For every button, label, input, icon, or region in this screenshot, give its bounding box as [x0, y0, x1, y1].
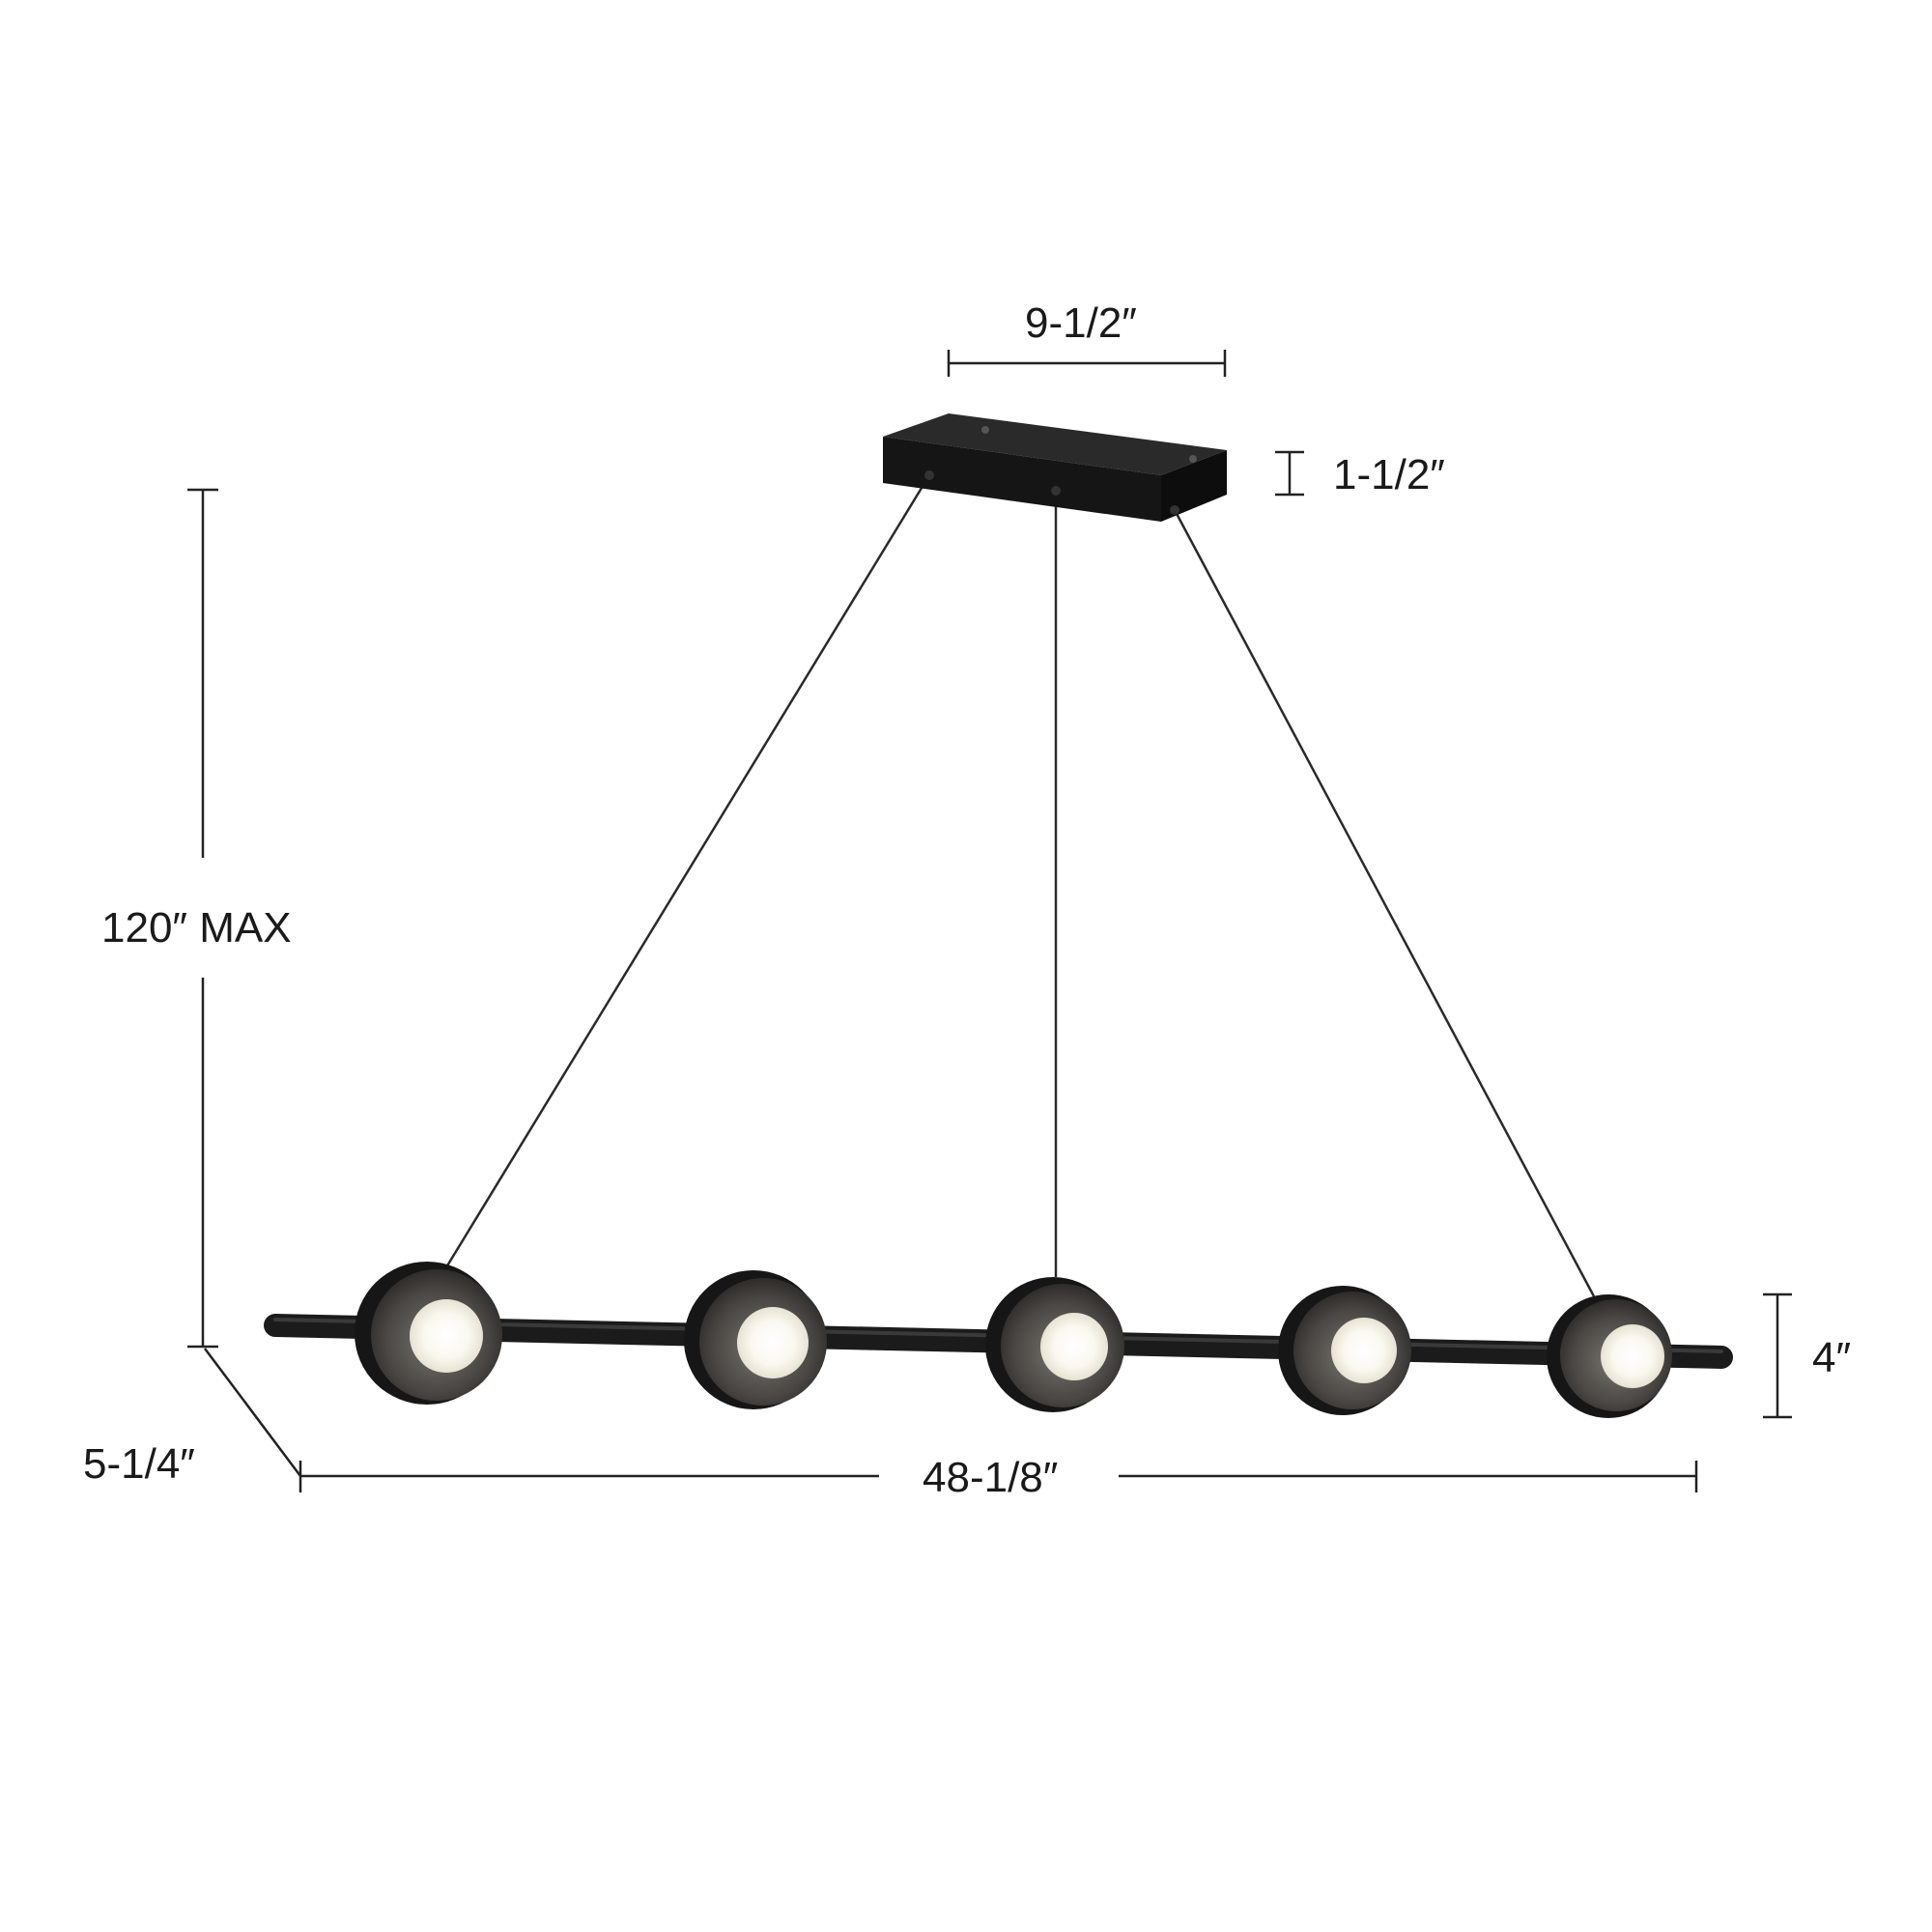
dimension-lines — [187, 350, 1792, 1492]
canopy-width-label: 9-1/2″ — [1025, 299, 1137, 347]
bulb-1 — [410, 1299, 483, 1373]
length-label: 48-1/8″ — [923, 1454, 1059, 1501]
depth-label: 5-1/4″ — [83, 1440, 195, 1488]
bulb-3 — [1040, 1313, 1108, 1380]
light-heads — [355, 1262, 1672, 1418]
light-head-2 — [684, 1270, 827, 1409]
light-head-3 — [985, 1277, 1124, 1412]
canopy-height-label: 1-1/2″ — [1333, 451, 1445, 498]
depth-line — [204, 1348, 301, 1477]
overall-height-label: 120″ MAX — [101, 904, 292, 952]
bulb-2 — [737, 1307, 809, 1378]
cable-right — [1173, 509, 1596, 1297]
suspension-cables — [444, 474, 1596, 1297]
light-head-5 — [1547, 1294, 1672, 1418]
bulb-4 — [1331, 1318, 1397, 1383]
fixture-height-label: 4″ — [1812, 1334, 1852, 1381]
canopy — [883, 413, 1227, 522]
light-head-4 — [1278, 1286, 1411, 1415]
cable-left — [444, 474, 931, 1268]
light-head-1 — [355, 1262, 502, 1405]
bulb-5 — [1601, 1324, 1664, 1388]
